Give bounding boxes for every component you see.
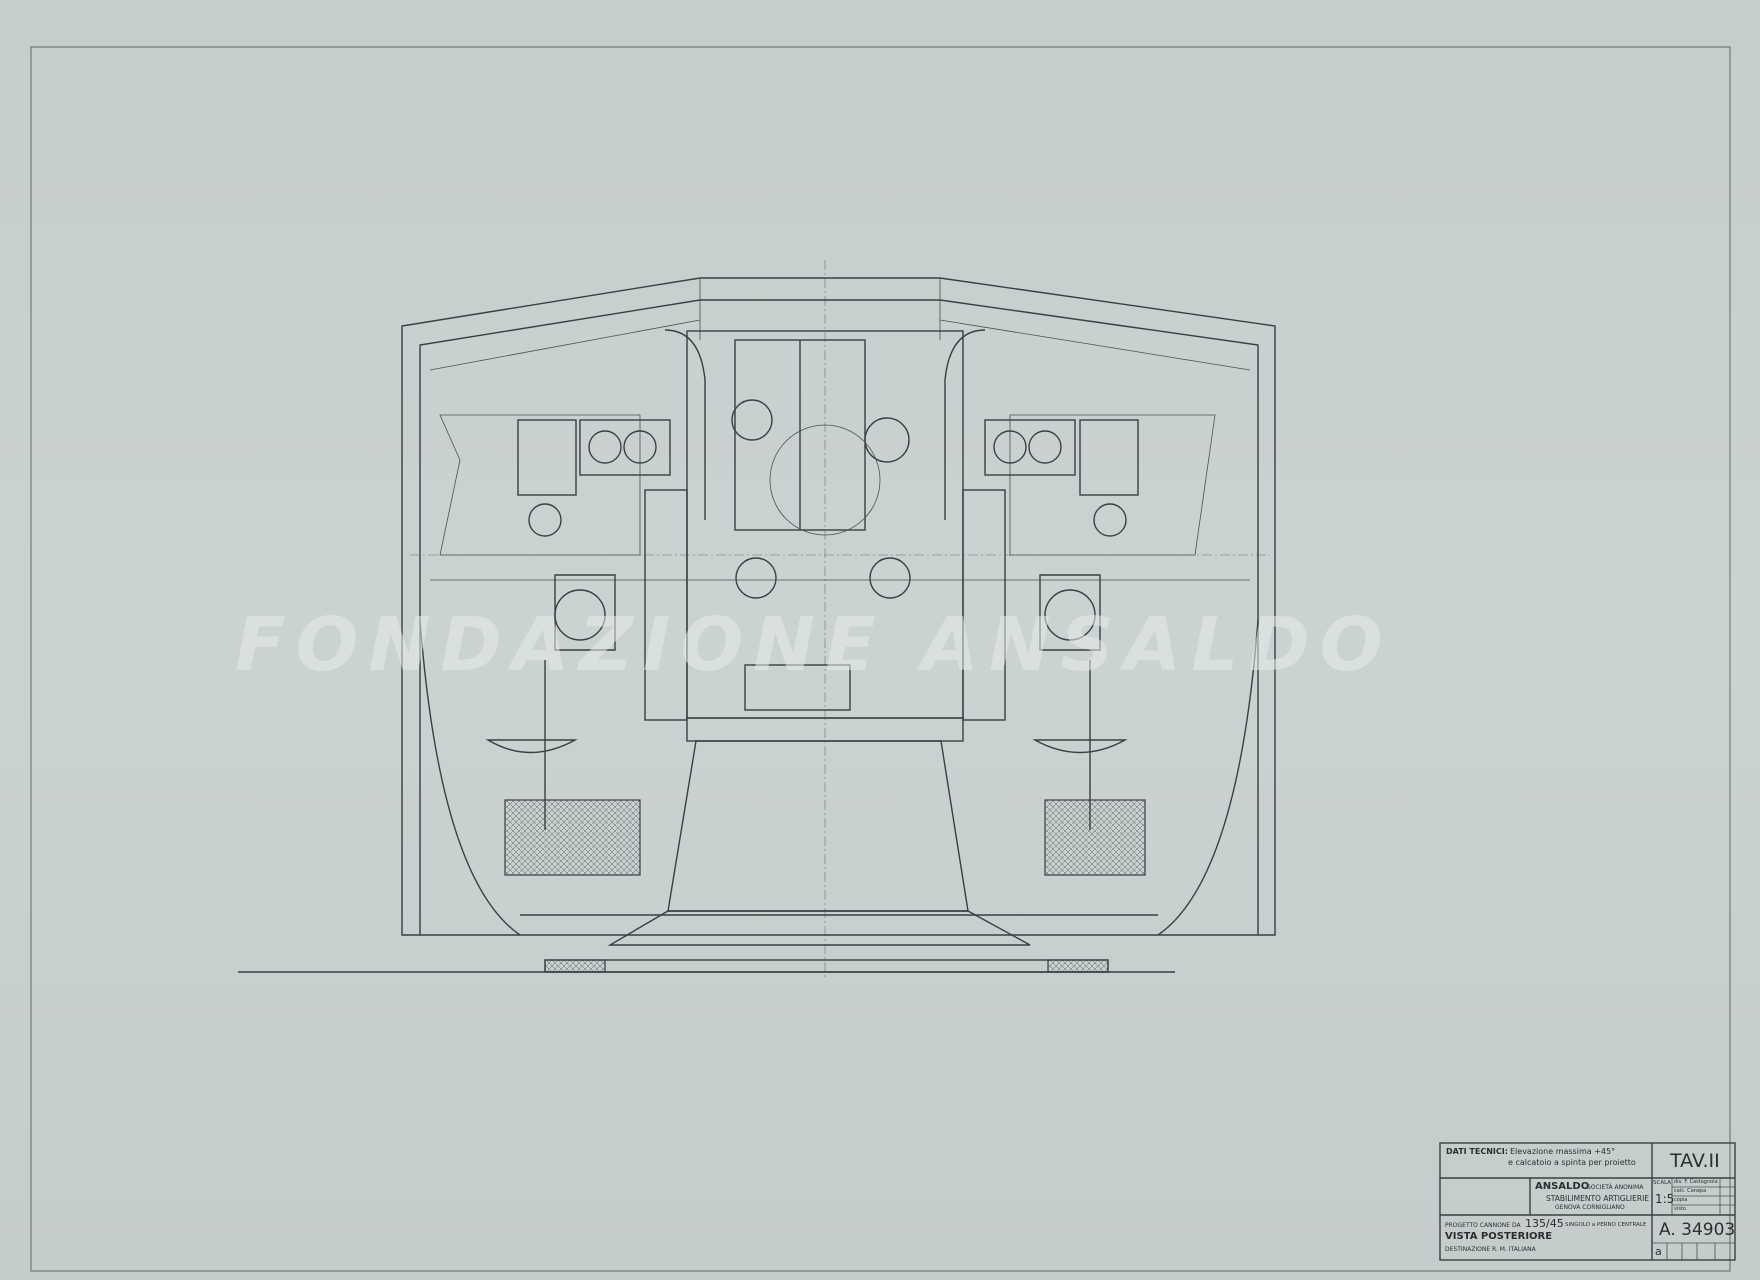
plant-location: GENOVA CORNIGLIANO bbox=[1555, 1204, 1625, 1211]
company-type: SOCIETÀ ANONIMA bbox=[1587, 1184, 1644, 1191]
sign-row: calc. Canepa bbox=[1674, 1188, 1707, 1194]
watermark: FONDAZIONE ANSALDO bbox=[235, 602, 1393, 688]
right-sight-station bbox=[984, 419, 1146, 876]
dati-tecnici-line1: Elevazione massima +45° bbox=[1510, 1147, 1616, 1156]
view-title: VISTA POSTERIORE bbox=[1445, 1231, 1553, 1242]
project-suffix: SINGOLO a PERNO CENTRALE bbox=[1565, 1222, 1647, 1228]
title-block-frame bbox=[1439, 1142, 1736, 1261]
dati-tecnici-line2: e calcatoio a spinta per proietto bbox=[1508, 1158, 1636, 1167]
drawing-number: A. 34903 bbox=[1659, 1220, 1736, 1240]
pedestal bbox=[238, 717, 1175, 973]
sheet-border bbox=[30, 46, 1731, 1272]
scale-label: SCALA bbox=[1653, 1180, 1672, 1186]
sheet-number: TAV.II bbox=[1670, 1150, 1720, 1172]
dati-tecnici-label: DATI TECNICI: bbox=[1446, 1147, 1508, 1156]
caliber: 135/45 bbox=[1525, 1217, 1564, 1230]
company-name: ANSALDO bbox=[1535, 1181, 1590, 1192]
destination: DESTINAZIONE R. M. ITALIANA bbox=[1445, 1246, 1536, 1253]
sign-row: copia bbox=[1674, 1197, 1688, 1203]
sign-row: visto bbox=[1674, 1206, 1686, 1212]
turret-shield bbox=[401, 277, 1276, 936]
left-sight-station bbox=[485, 419, 671, 876]
plant-name: STABILIMENTO ARTIGLIERIE bbox=[1546, 1194, 1650, 1203]
sign-row: dis. F. Castagnola bbox=[1674, 1179, 1718, 1185]
revision-letter: a bbox=[1655, 1245, 1662, 1258]
scale-value: 1:5 bbox=[1655, 1192, 1675, 1206]
project-prefix: PROGETTO CANNONE DA bbox=[1445, 1222, 1521, 1229]
